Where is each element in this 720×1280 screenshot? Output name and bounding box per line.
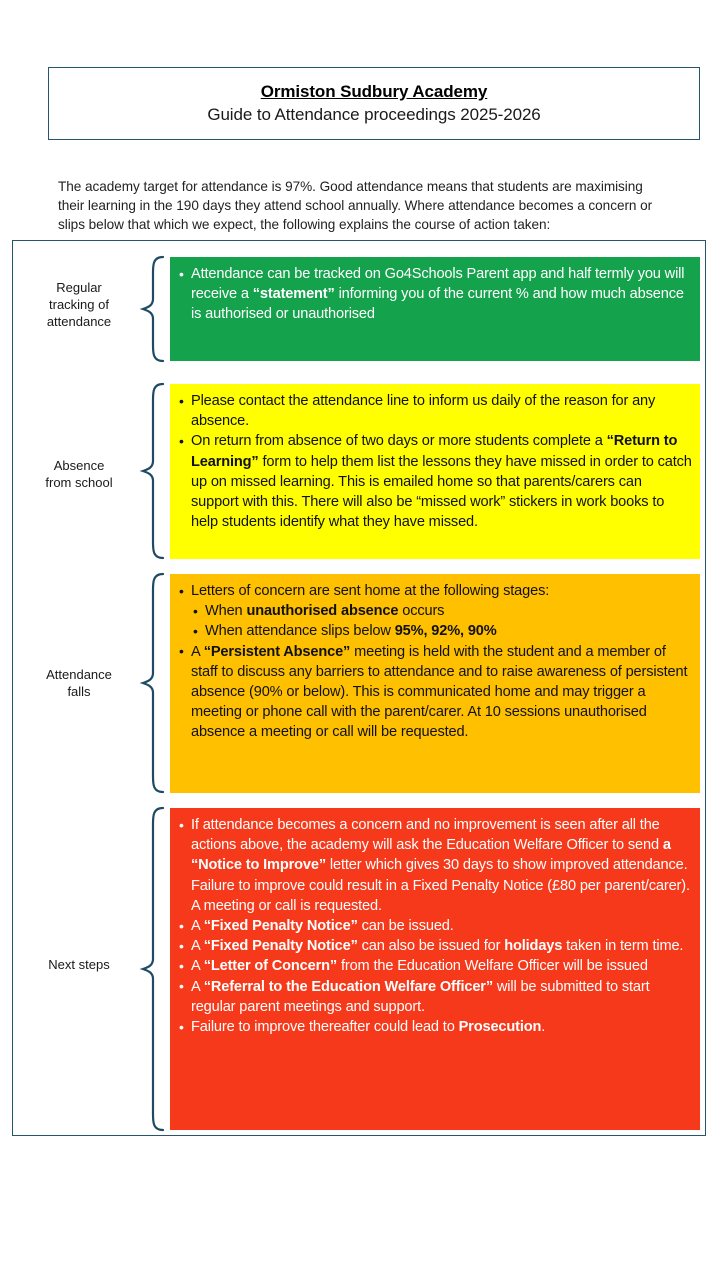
stage-bullet-list: Please contact the attendance line to in…	[178, 390, 692, 532]
bullet-text: taken in term time.	[562, 938, 684, 955]
stage-panel-absence-from-school: Please contact the attendance line to in…	[170, 384, 700, 559]
stage-panel-next-steps: If attendance becomes a concern and no i…	[170, 808, 700, 1130]
stage-bullet-item: If attendance becomes a concern and no i…	[178, 814, 692, 916]
bullet-text: informing you of the current % and how m…	[191, 286, 684, 323]
stage-label-regular-tracking: Regular tracking of attendance	[23, 279, 135, 330]
bullet-text: from the Education Welfare Officer will …	[337, 958, 648, 975]
bullet-emphasis-text: “Letter of Concern”	[203, 958, 338, 975]
bullet-text: If attendance becomes a concern and no i…	[191, 817, 663, 854]
bullet-text: Failure to improve thereafter could lead…	[191, 1019, 459, 1036]
stage-label-absence-from-school: Absence from school	[23, 457, 135, 491]
bullet-emphasis-text: Prosecution	[458, 1019, 542, 1036]
stage-bullet-item: A “Persistent Absence” meeting is held w…	[178, 641, 692, 743]
page-subtitle: Guide to Attendance proceedings 2025-202…	[207, 104, 541, 124]
stage-bullet-list: If attendance becomes a concern and no i…	[178, 814, 692, 1037]
stage-label-line: falls	[67, 684, 91, 699]
bullet-text: occurs	[398, 603, 445, 620]
page-title: Ormiston Sudbury Academy	[260, 81, 488, 101]
bullet-text: On return from absence of two days or mo…	[191, 433, 607, 450]
bullet-emphasis-text: “Return to Learning”	[191, 433, 678, 470]
stage-label-line: Next steps	[48, 957, 110, 972]
bullet-text: meeting is held with the student and a m…	[191, 643, 688, 741]
bullet-text: A	[191, 978, 204, 995]
curly-brace-icon	[135, 806, 165, 1132]
stage-bullet-item: Attendance can be tracked on Go4Schools …	[178, 264, 692, 325]
stage-label-line: Absence	[53, 458, 105, 473]
stage-label-line: attendance	[46, 314, 112, 329]
bullet-text: When attendance slips below	[205, 623, 395, 640]
bullet-emphasis-text: unauthorised absence	[246, 603, 399, 620]
attendance-flow-container: Regular tracking of attendance Attendanc…	[12, 240, 706, 1136]
stage-bullet-item: Letters of concern are sent home at the …	[178, 580, 692, 601]
stage-bullet-item: A “Fixed Penalty Notice” can also be iss…	[178, 936, 692, 956]
bullet-emphasis-text: 95%, 92%, 90%	[394, 623, 497, 640]
bullet-emphasis-text: holidays	[504, 938, 563, 955]
intro-paragraph: The academy target for attendance is 97%…	[58, 178, 653, 232]
curly-brace-icon	[135, 572, 165, 794]
stage-label-line: tracking of	[49, 297, 109, 312]
bullet-text: can be issued.	[357, 918, 454, 935]
bullet-text: form to help them list the lessons they …	[191, 453, 692, 531]
stage-label-line: Attendance	[46, 667, 112, 682]
bullet-emphasis-text: “Fixed Penalty Notice”	[203, 938, 358, 955]
stage-panel-attendance-falls: Letters of concern are sent home at the …	[170, 574, 700, 793]
bullet-text: Please contact the attendance line to in…	[191, 393, 656, 430]
bullet-emphasis-text: a “Notice to Improve”	[191, 837, 671, 874]
bullet-text: .	[541, 1019, 546, 1036]
title-box: Ormiston Sudbury Academy Guide to Attend…	[48, 67, 700, 140]
bullet-text: Letters of concern are sent home at the …	[191, 583, 550, 599]
stage-bullet-item: A “Referral to the Education Welfare Off…	[178, 976, 692, 1017]
bullet-text: A	[191, 938, 204, 955]
bullet-text: A	[191, 958, 204, 975]
stage-label-line: Regular	[56, 280, 102, 295]
bullet-emphasis-text: “Persistent Absence”	[203, 643, 351, 660]
stage-panel-regular-tracking: Attendance can be tracked on Go4Schools …	[170, 257, 700, 361]
bullet-text: Attendance can be tracked on Go4Schools …	[191, 266, 685, 303]
bullet-emphasis-text: “Referral to the Education Welfare Offic…	[203, 978, 493, 995]
stage-bullet-item: Failure to improve thereafter could lead…	[178, 1017, 692, 1037]
stage-label-next-steps: Next steps	[23, 956, 135, 973]
bullet-text: will be submitted to start regular paren…	[191, 978, 650, 1015]
stage-bullet-item: On return from absence of two days or mo…	[178, 431, 692, 532]
bullet-text: When	[205, 603, 247, 620]
curly-brace-icon	[135, 382, 165, 560]
stage-bullet-item: When unauthorised absence occurs	[178, 601, 692, 621]
stage-bullet-item: Please contact the attendance line to in…	[178, 390, 692, 431]
bullet-text: A	[191, 918, 204, 935]
stage-bullet-item: When attendance slips below 95%, 92%, 90…	[178, 621, 692, 641]
bullet-emphasis-text: “statement”	[252, 286, 335, 303]
bullet-emphasis-text: “Fixed Penalty Notice”	[203, 918, 358, 935]
bullet-text: can also be issued for	[357, 938, 505, 955]
stage-bullet-item: A “Fixed Penalty Notice” can be issued.	[178, 916, 692, 936]
stage-label-attendance-falls: Attendance falls	[23, 666, 135, 700]
curly-brace-icon	[135, 255, 165, 363]
stage-label-line: from school	[45, 475, 113, 490]
stage-bullet-list: Letters of concern are sent home at the …	[178, 580, 692, 743]
stage-bullet-list: Attendance can be tracked on Go4Schools …	[178, 264, 692, 325]
bullet-text: A	[191, 643, 204, 660]
bullet-text: letter which gives 30 days to show impro…	[191, 857, 690, 914]
stage-bullet-item: A “Letter of Concern” from the Education…	[178, 956, 692, 976]
